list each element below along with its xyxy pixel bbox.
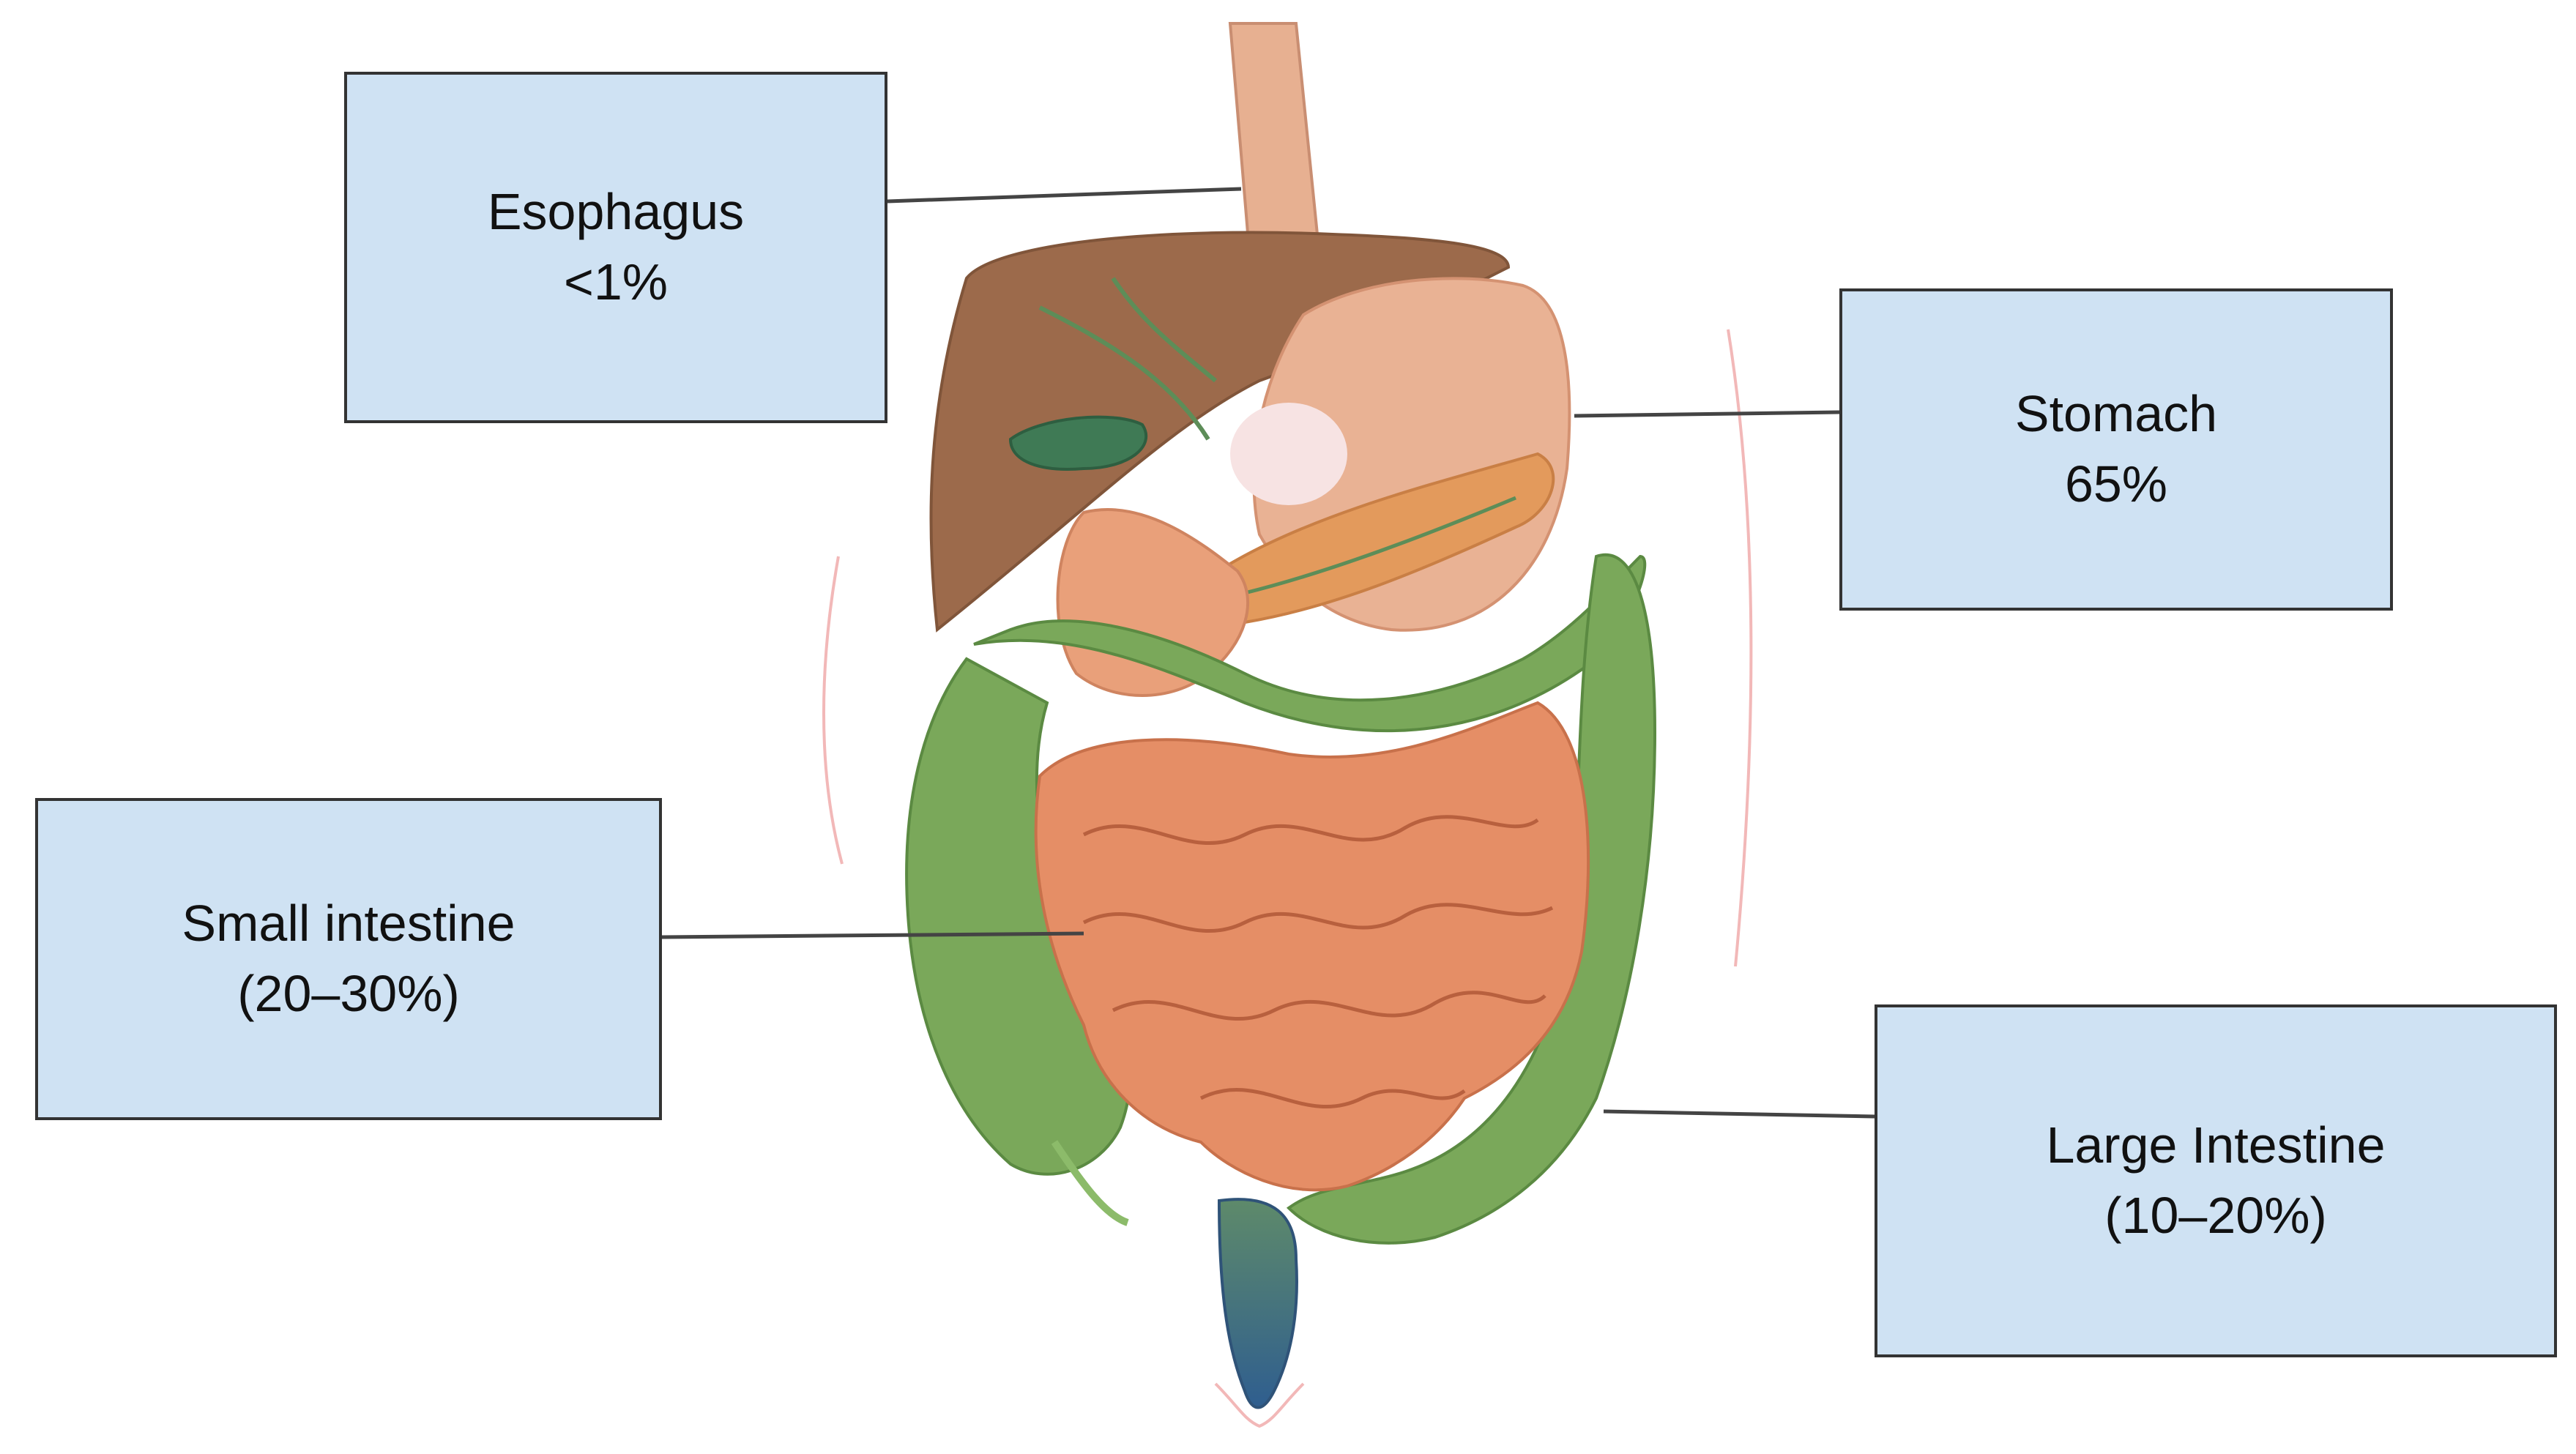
large-intestine-label-box: Large Intestine (10–20%) [1875, 1004, 2557, 1357]
body-outline-left [822, 556, 844, 865]
stomach-percentage: 65% [2064, 455, 2168, 512]
small-intestine-shape [1034, 701, 1590, 1192]
esophagus-percentage: <1% [563, 253, 669, 310]
small-intestine-label: Small intestine [182, 895, 515, 952]
pancreatic-duct [1244, 496, 1516, 595]
esophagus-label-box: Esophagus <1% [344, 72, 887, 423]
liver-vessel [1038, 277, 1217, 441]
stomach-highlight [1230, 403, 1347, 505]
small-intestine-label-box: Small intestine (20–30%) [35, 798, 662, 1120]
small-intestine-leader-line [661, 931, 1084, 939]
gallbladder-shape [1008, 415, 1148, 471]
small-intestine-percentage: (20–30%) [237, 965, 460, 1022]
stomach-leader-line [1574, 410, 1840, 418]
colon-transverse [973, 554, 1647, 733]
rectum-shape [1217, 1198, 1298, 1409]
esophagus-leader-line [887, 187, 1242, 204]
anus-outline [1214, 1382, 1305, 1428]
large-intestine-label: Large Intestine [2046, 1116, 2386, 1174]
large-intestine-percentage: (10–20%) [2104, 1187, 2327, 1244]
small-intestine-folds [1082, 815, 1554, 1108]
body-outline-right [1727, 329, 1753, 967]
appendix [1051, 1140, 1129, 1226]
stomach-label-box: Stomach 65% [1839, 288, 2393, 611]
stomach-label: Stomach [2014, 385, 2218, 443]
large-intestine-leader-line [1603, 1109, 1875, 1119]
esophagus-label: Esophagus [487, 183, 745, 241]
